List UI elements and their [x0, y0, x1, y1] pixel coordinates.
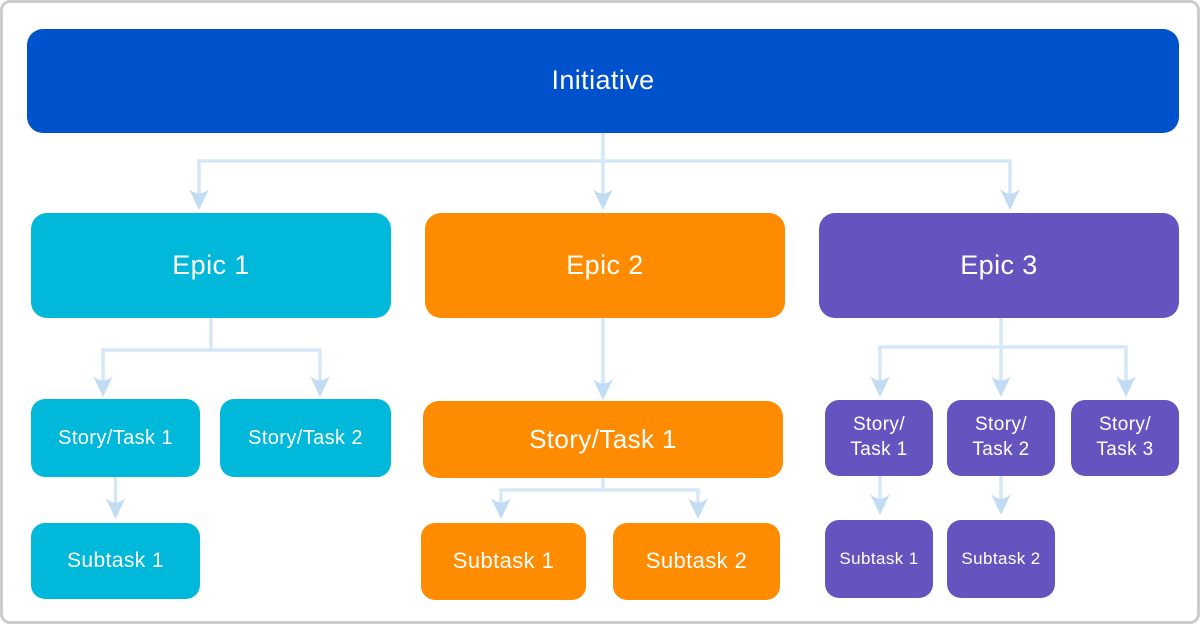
epic2-story-1-label: Story/Task 1 — [529, 423, 677, 454]
epic1-story-1-label: Story/Task 1 — [58, 427, 173, 449]
epic3-story-1-label-line1: Story/ — [852, 414, 906, 436]
arrow-head-icon — [1116, 376, 1136, 397]
arrow-head-icon — [870, 494, 890, 515]
arrow-head-icon — [105, 498, 126, 519]
epic3-story-2-label-line1: Story/ — [974, 414, 1028, 436]
node-epic3-subtask-2: Subtask 2 — [947, 520, 1055, 598]
epic-1-label: Epic 1 — [172, 249, 250, 280]
epic1-story-2-label: Story/Task 2 — [248, 427, 363, 449]
connector-initiative-to-epics — [197, 133, 1012, 200]
initiative-label: Initiative — [551, 65, 655, 96]
node-epic3-story-2: Story/ Task 2 — [947, 400, 1055, 476]
arrow-head-icon — [991, 494, 1011, 515]
node-epic1-subtask-1: Subtask 1 — [31, 523, 200, 599]
connector-epic3-to-stories — [878, 318, 1128, 387]
node-initiative: Initiative — [27, 29, 1179, 133]
connector-epic2-story1-to-subtasks — [499, 478, 700, 509]
epic-2-label: Epic 2 — [566, 249, 644, 280]
node-epic-1: Epic 1 — [31, 213, 391, 318]
node-epic-3: Epic 3 — [819, 213, 1179, 318]
arrow-head-icon — [870, 376, 890, 397]
epic3-story-3-label-line2: Task 3 — [1096, 439, 1154, 460]
arrow-head-icon — [491, 498, 511, 519]
arrow-head-icon — [991, 376, 1011, 397]
arrow-head-icon — [593, 379, 613, 400]
arrow-head-icon — [593, 189, 613, 210]
node-epic2-subtask-2: Subtask 2 — [613, 523, 780, 600]
node-epic3-subtask-1: Subtask 1 — [825, 520, 933, 598]
epic2-subtask-1-label: Subtask 1 — [452, 548, 555, 574]
node-epic3-story-1: Story/ Task 1 — [825, 400, 933, 476]
node-epic3-story-3: Story/ Task 3 — [1071, 400, 1179, 476]
arrow-head-icon — [310, 376, 330, 397]
epic3-story-3-label-line1: Story/ — [1098, 414, 1152, 436]
epic3-subtask-2-label: Subtask 2 — [961, 548, 1041, 568]
arrow-head-icon — [688, 498, 708, 519]
node-epic2-story-1: Story/Task 1 — [423, 401, 783, 478]
connector-epic1-to-stories — [101, 318, 322, 387]
epic3-subtask-1-label: Subtask 1 — [839, 548, 919, 568]
epic2-subtask-2-label: Subtask 2 — [645, 548, 748, 574]
epic1-subtask-1-label: Subtask 1 — [67, 549, 164, 573]
node-epic1-story-2: Story/Task 2 — [220, 399, 391, 477]
arrow-head-icon — [1000, 189, 1020, 210]
arrow-head-icon — [93, 376, 113, 397]
connector-epic3-stories-to-subtasks — [878, 476, 1003, 505]
node-epic-2: Epic 2 — [425, 213, 785, 318]
epic3-story-1-label-line2: Task 1 — [850, 439, 908, 460]
node-epic1-story-1: Story/Task 1 — [31, 399, 200, 477]
epic-3-label: Epic 3 — [960, 249, 1038, 280]
node-epic2-subtask-1: Subtask 1 — [421, 523, 586, 600]
epic3-story-2-label-line2: Task 2 — [972, 439, 1030, 460]
arrow-head-icon — [189, 189, 209, 210]
